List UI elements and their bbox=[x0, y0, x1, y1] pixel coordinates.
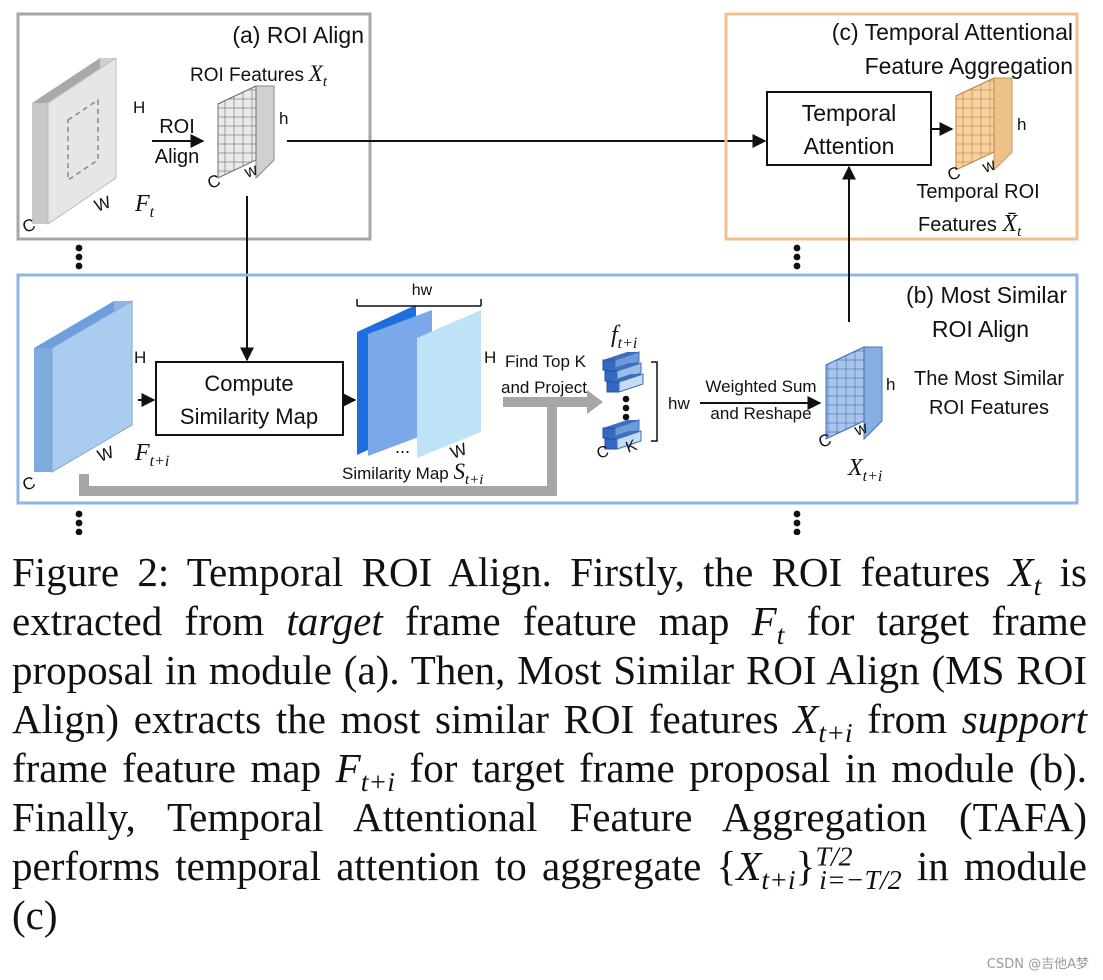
roi-align-label-line2: Align bbox=[155, 146, 199, 168]
feature-shortcut-path bbox=[79, 407, 557, 496]
stack-dim-c: C bbox=[595, 443, 612, 463]
most-similar-roi-cube bbox=[825, 346, 883, 441]
dim-C-label: C bbox=[20, 215, 38, 237]
temporal-attention-line2: Attention bbox=[804, 133, 895, 159]
panel-c-title-line2: Feature Aggregation bbox=[865, 53, 1073, 79]
most-similar-label-line1: The Most Similar bbox=[914, 368, 1064, 390]
temporal-roi-features-cube bbox=[955, 77, 1013, 172]
hw-brace bbox=[356, 299, 482, 307]
weighted-sum-line1: Weighted Sum bbox=[705, 377, 816, 396]
b-dim-H: H bbox=[134, 348, 146, 367]
panel-b-title-line2: ROI Align bbox=[932, 316, 1029, 342]
sim-dim-W: W bbox=[448, 439, 470, 462]
dim-c-label: C bbox=[205, 171, 223, 193]
out-dim-c: C bbox=[945, 163, 963, 185]
panel-b-frame bbox=[16, 273, 1079, 505]
b-dim-W: W bbox=[95, 442, 117, 465]
hw-side-label: hw bbox=[668, 394, 690, 413]
find-topk-arrow bbox=[503, 390, 603, 414]
fti-symbol: Ft+i bbox=[134, 440, 169, 470]
panel-b-title-line1: (b) Most Similar bbox=[906, 282, 1067, 308]
framework-diagram: (a) ROI Align H W C Ft ROI Align ROI Fea… bbox=[16, 12, 1079, 535]
stack-dots bbox=[622, 395, 630, 421]
similarity-map-label: Similarity Map St+i bbox=[342, 459, 483, 488]
csdn-watermark: CSDN @吉他A梦 bbox=[986, 957, 1089, 972]
ft-symbol: Ft bbox=[134, 191, 155, 221]
sim-dots: ... bbox=[395, 437, 410, 457]
panel-c-title-line1: (c) Temporal Attentional bbox=[832, 19, 1073, 45]
dim-h-label: h bbox=[279, 109, 288, 128]
find-topk-line2: and Project bbox=[501, 378, 587, 397]
similarity-map-stack bbox=[357, 305, 481, 458]
top-k-stack-1 bbox=[602, 351, 644, 393]
f-ti-symbol: ft+i bbox=[611, 322, 637, 352]
compute-similarity-line2: Similarity Map bbox=[180, 404, 318, 429]
b-dim-C: C bbox=[20, 473, 38, 495]
dim-H-label: H bbox=[133, 98, 145, 117]
panel-a-frame bbox=[16, 12, 372, 241]
x-ti-symbol: Xt+i bbox=[847, 455, 882, 485]
top-k-stack-2 bbox=[602, 419, 642, 450]
find-topk-line1: Find Top K bbox=[505, 352, 587, 371]
roi-align-label-line1: ROI bbox=[159, 116, 195, 138]
figure-caption: Figure 2: Temporal ROI Align. Firstly, t… bbox=[12, 549, 1088, 938]
feature-map-ft bbox=[32, 57, 117, 225]
dim-W-label: W bbox=[92, 192, 114, 215]
ms-dim-c: C bbox=[816, 430, 834, 452]
roi-features-label: ROI Features Xt bbox=[190, 61, 328, 90]
ms-dim-h: h bbox=[886, 375, 895, 394]
feature-map-fti bbox=[34, 300, 133, 473]
panel-c-frame bbox=[724, 12, 1079, 241]
out-dim-h: h bbox=[1017, 115, 1026, 134]
temporal-attention-box bbox=[766, 91, 932, 166]
roi-features-xt bbox=[217, 85, 275, 180]
hw-top-label: hw bbox=[412, 282, 433, 299]
most-similar-label-line2: ROI Features bbox=[929, 397, 1049, 419]
temporal-roi-label-line1: Temporal ROI bbox=[916, 181, 1039, 203]
ellipsis-dots bbox=[75, 244, 801, 535]
hw-side-brace bbox=[651, 361, 658, 442]
sim-dim-H: H bbox=[484, 348, 496, 367]
compute-similarity-line1: Compute bbox=[204, 371, 293, 396]
compute-similarity-box bbox=[155, 361, 344, 436]
temporal-attention-line1: Temporal bbox=[802, 100, 897, 126]
temporal-roi-label-line2: Features X̄t bbox=[918, 211, 1022, 240]
weighted-sum-line2: and Reshape bbox=[710, 404, 811, 423]
panel-a-title: (a) ROI Align bbox=[232, 22, 364, 48]
